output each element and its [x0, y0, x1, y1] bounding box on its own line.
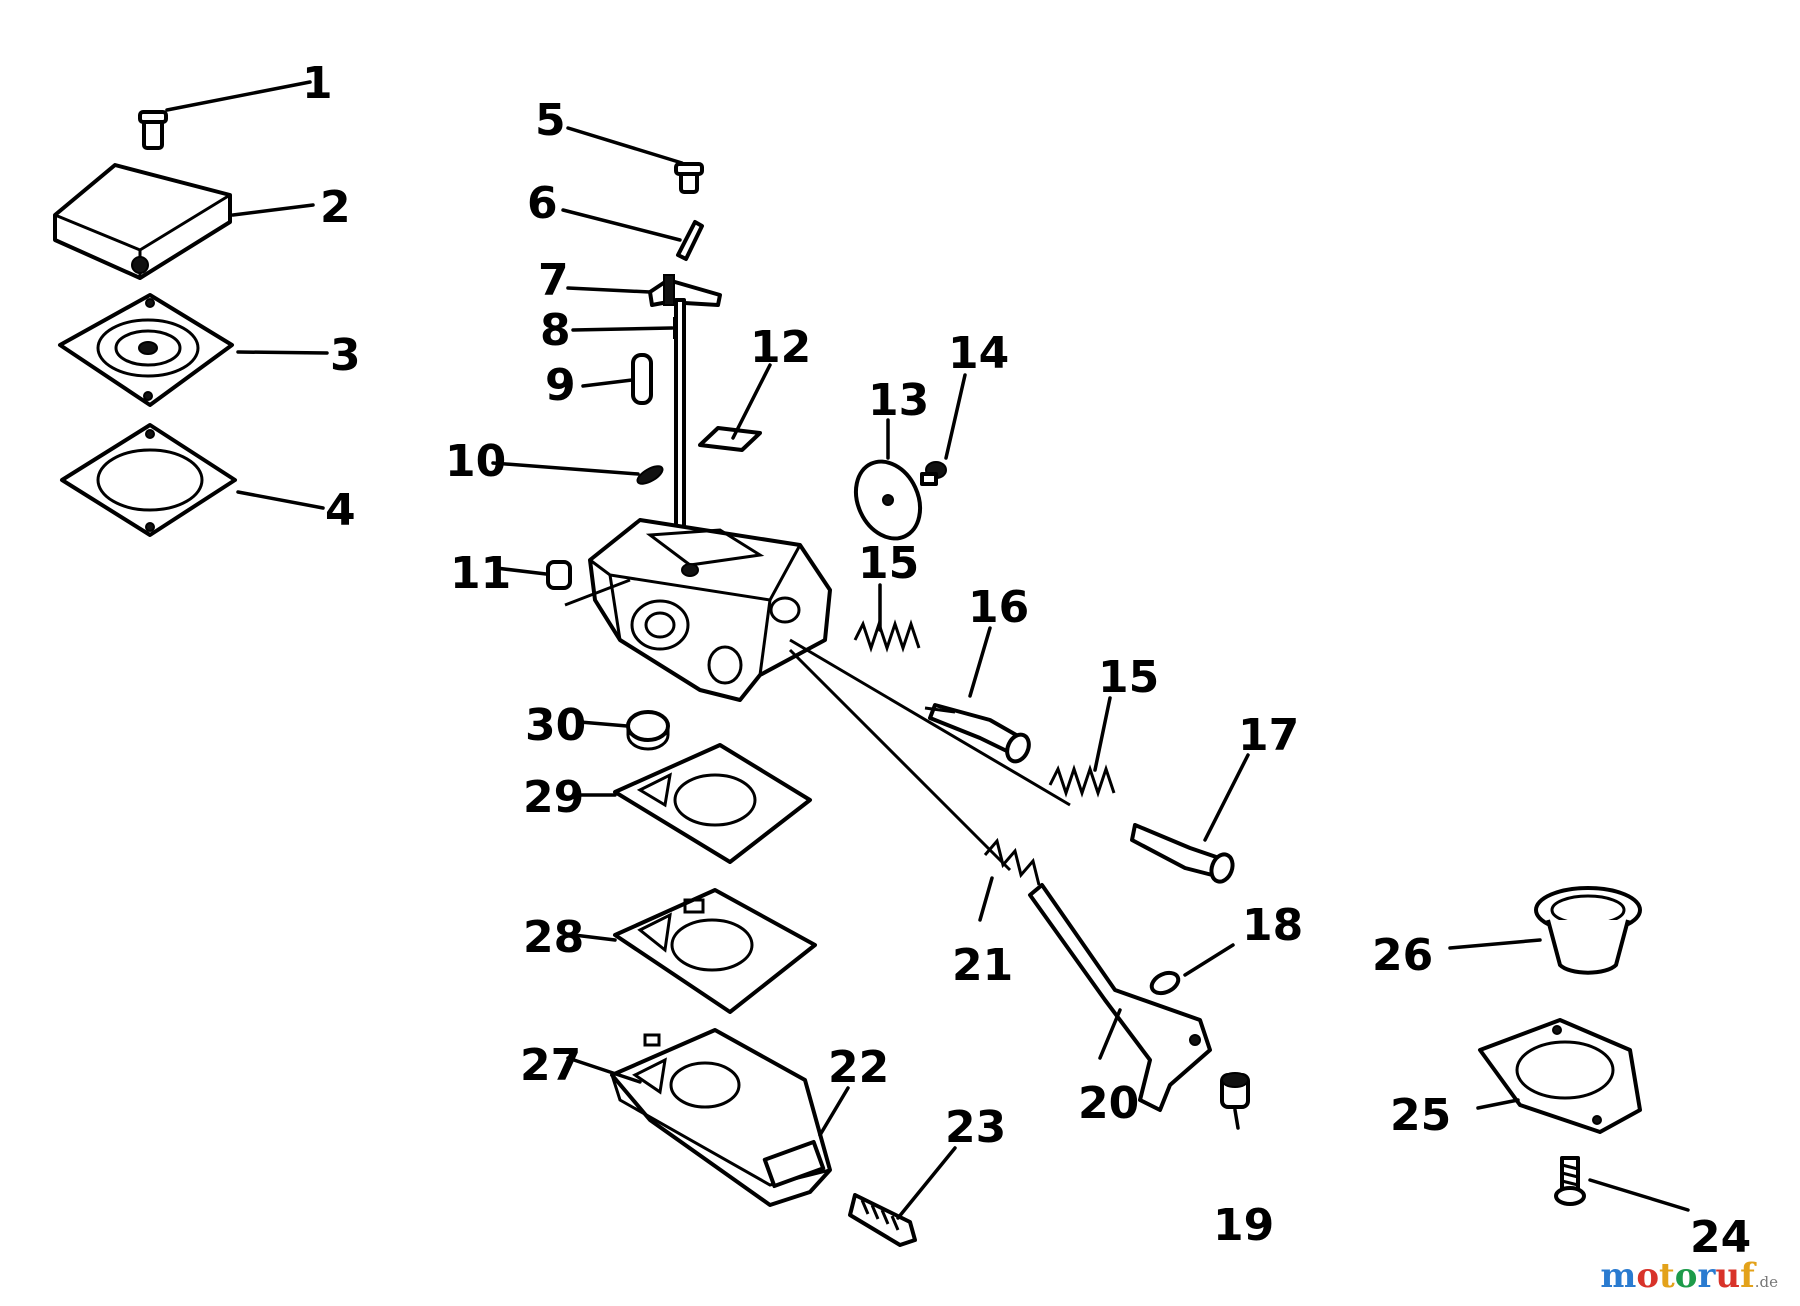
- label-part-1: 1: [302, 58, 333, 109]
- part-screw-1: [138, 110, 168, 150]
- part-plate-12: [698, 426, 762, 452]
- label-part-30: 30: [525, 700, 586, 751]
- label-part-19: 19: [1213, 1200, 1274, 1251]
- label-part-24: 24: [1690, 1212, 1751, 1263]
- part-lever-20: [1028, 883, 1212, 1112]
- part-clip-18: [1149, 970, 1181, 996]
- label-part-12: 12: [750, 322, 811, 373]
- part-throttle-lever-7: [648, 274, 722, 307]
- part-pump-diaphragm-3: [58, 293, 234, 407]
- watermark-logo: motoruf.de: [1600, 1256, 1778, 1296]
- label-part-10: 10: [445, 436, 506, 487]
- part-throttle-shaft: [674, 298, 686, 537]
- label-part-3: 3: [330, 330, 361, 381]
- part-primer-bulb-26: [1534, 886, 1642, 975]
- part-screw-24: [1554, 1156, 1586, 1206]
- part-spring-21: [983, 837, 1041, 886]
- part-spring-9: [631, 353, 653, 405]
- label-part-26: 26: [1372, 930, 1433, 981]
- part-plate-29: [613, 743, 812, 864]
- part-cap-19: [1220, 1072, 1250, 1109]
- part-diaphragm-13: [853, 459, 923, 541]
- watermark-suffix: .de: [1754, 1273, 1778, 1291]
- label-part-16: 16: [968, 582, 1029, 633]
- label-part-2: 2: [320, 182, 351, 233]
- label-part-8: 8: [540, 305, 571, 356]
- part-gasket-25: [1478, 1018, 1642, 1134]
- label-part-27: 27: [520, 1040, 581, 1091]
- part-pump-cover-2: [53, 163, 232, 280]
- part-screw-14: [920, 461, 947, 486]
- part-leader-shaft: [788, 638, 1071, 872]
- label-part-21: 21: [952, 940, 1013, 991]
- label-part-23: 23: [945, 1102, 1006, 1153]
- part-spring-15-upper: [853, 619, 921, 653]
- label-part-18: 18: [1242, 900, 1303, 951]
- label-part-11: 11: [450, 548, 511, 599]
- label-part-5: 5: [535, 95, 566, 146]
- label-part-15-upper: 15: [858, 538, 919, 589]
- label-part-15-lower: 15: [1098, 652, 1159, 703]
- part-gasket-4: [60, 423, 237, 537]
- part-plug-11: [546, 560, 572, 590]
- part-needle-16: [924, 703, 1031, 764]
- leader-lines: [165, 80, 1690, 1220]
- part-labels: 1 2 3 4 5 6 7 8 9 10 11 12 13 14 15 16 1…: [302, 58, 1751, 1263]
- label-part-25: 25: [1390, 1090, 1451, 1141]
- label-part-13: 13: [868, 375, 929, 426]
- part-pin-6: [676, 220, 704, 261]
- label-part-14: 14: [948, 328, 1009, 379]
- label-part-9: 9: [545, 360, 576, 411]
- label-part-28: 28: [523, 912, 584, 963]
- part-screen-30: [626, 710, 670, 751]
- part-pump-body-27: [610, 1028, 832, 1207]
- part-spring-10: [636, 465, 664, 485]
- part-carburetor-body: [564, 518, 832, 702]
- label-part-6: 6: [527, 178, 558, 229]
- label-part-4: 4: [325, 485, 356, 536]
- label-part-29: 29: [523, 772, 584, 823]
- label-part-7: 7: [538, 255, 569, 306]
- part-gasket-28: [613, 888, 817, 1014]
- label-part-17: 17: [1238, 710, 1299, 761]
- part-needle-17: [1130, 823, 1235, 884]
- label-part-22: 22: [828, 1042, 889, 1093]
- watermark-text: motoruf: [1600, 1256, 1755, 1296]
- part-screw-5: [674, 162, 704, 194]
- label-part-20: 20: [1078, 1078, 1139, 1129]
- part-spring-15-lower: [1048, 764, 1116, 798]
- part-screw-23: [848, 1193, 917, 1247]
